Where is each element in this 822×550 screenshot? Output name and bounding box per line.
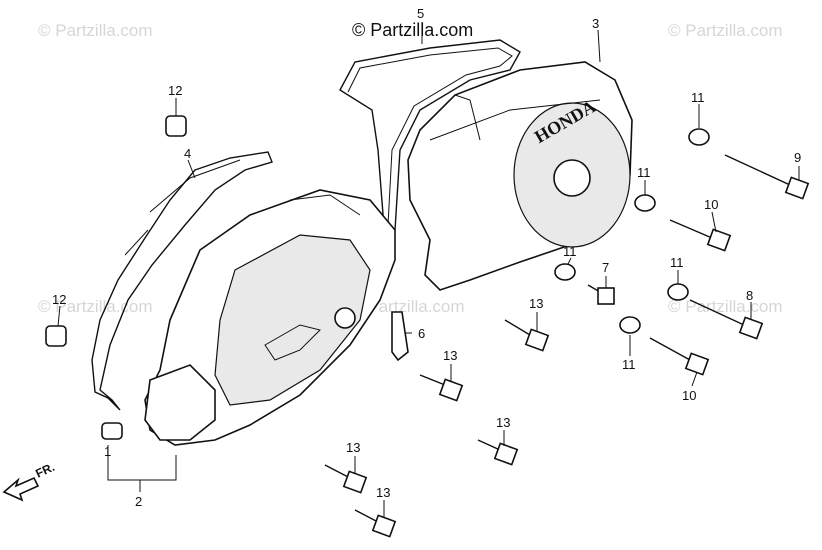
callout-label: 6 [418,326,425,341]
watermark: © Partzilla.com [668,297,783,316]
left-gasket [91,151,273,411]
callout-label: 8 [746,288,753,303]
dowel-pin-upper [165,115,187,137]
washer [634,194,656,212]
callout-label: 10 [682,388,696,403]
washer [688,128,710,146]
washer [554,263,576,281]
dowel-pin-lower [45,325,67,347]
washer [667,283,689,301]
dowel-pin-small [101,422,123,440]
callout-labels: 12 4 12 5 3 11 9 11 10 11 7 11 8 13 6 11… [52,6,801,509]
callout-label: 9 [794,150,801,165]
callout-label: 13 [443,348,457,363]
watermark: © Partzilla.com [38,21,153,40]
callout-label: 4 [184,146,191,161]
leader-lines [57,22,800,518]
front-arrow-icon [2,476,40,502]
front-direction-indicator: FR. [2,460,57,502]
callout-label: 13 [496,415,510,430]
callout-label: 12 [168,83,182,98]
callout-label: 5 [417,6,424,21]
callout-label: 11 [563,244,577,259]
callout-label: 13 [346,440,360,455]
callout-label: 13 [376,485,390,500]
front-label: FR. [33,460,56,481]
callout-label: 12 [52,292,66,307]
washer [619,316,641,334]
bolts [324,154,810,538]
callout-label: 3 [592,16,599,31]
callout-label: 7 [602,260,609,275]
watermark: © Partzilla.com [668,21,783,40]
callout-label: 10 [704,197,718,212]
callout-label: 11 [670,255,684,270]
watermark-top: © Partzilla.com [352,20,473,40]
callout-label: 1 [104,444,111,459]
cable-clip [391,311,409,362]
callout-label: 11 [622,357,636,372]
callout-label: 2 [135,494,142,509]
callout-label: 13 [529,296,543,311]
left-crankcase-cover [144,189,396,446]
upper-crankcase-cover: HONDA [407,61,633,291]
callout-label: 11 [637,165,651,180]
upper-gasket [339,39,521,242]
callout-label: 11 [691,90,705,105]
